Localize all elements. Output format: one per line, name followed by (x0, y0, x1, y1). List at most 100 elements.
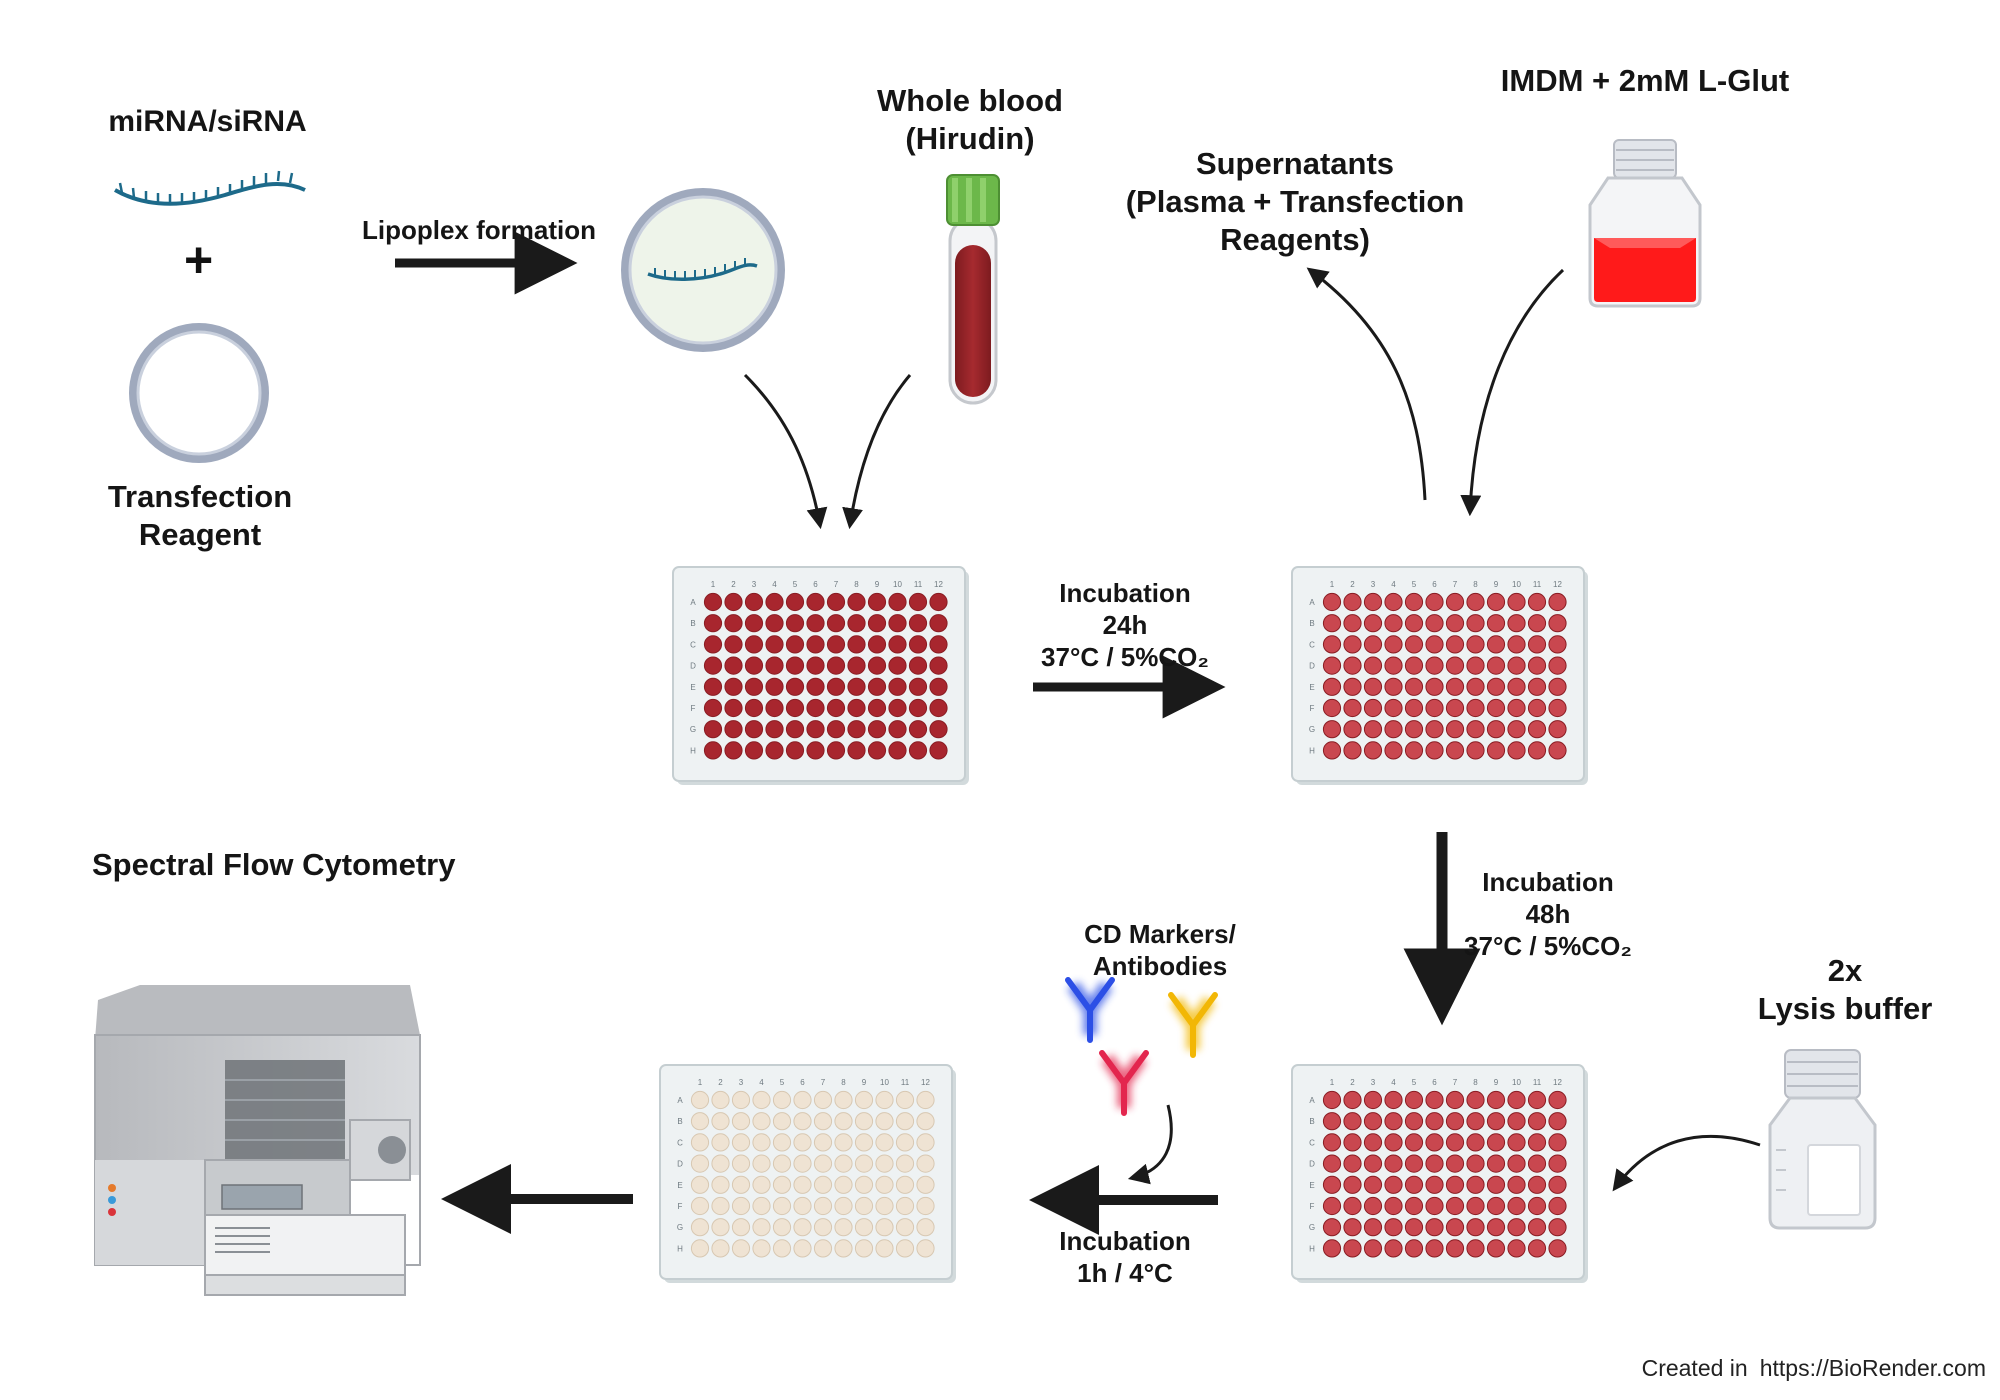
plate-well (1425, 592, 1444, 612)
plate-well (744, 720, 764, 739)
plate-column-label: 11 (914, 580, 923, 589)
plate-well (1322, 592, 1342, 612)
plate-well (1322, 1239, 1342, 1258)
plate-well (1486, 1112, 1506, 1131)
plate-well (875, 1154, 894, 1173)
plate-well (1466, 677, 1485, 696)
plate-row-label: D (1309, 1160, 1315, 1169)
plate-well (1425, 614, 1444, 633)
plate-well (1527, 614, 1547, 633)
plate-well (867, 741, 887, 760)
plate-well (1425, 1239, 1444, 1258)
plate-row-label: H (690, 746, 696, 755)
plate-well (1384, 1133, 1403, 1152)
plate-row-label: C (1309, 640, 1315, 649)
plate-well (785, 677, 805, 696)
plate-well (1343, 698, 1362, 718)
plate-well (703, 656, 723, 675)
plate-well (711, 1196, 730, 1216)
plate-column-label: 10 (880, 1078, 889, 1087)
plate-well (888, 614, 907, 633)
plate-well (854, 1154, 874, 1173)
lipoplex-label: Lipoplex formation (362, 215, 596, 245)
plate-well (690, 1112, 710, 1131)
plate-well (1322, 1090, 1342, 1110)
plate-well (772, 1239, 792, 1258)
plate-well (1363, 614, 1383, 633)
plate-column-label: 7 (821, 1078, 826, 1087)
plate-well (854, 1175, 874, 1194)
plate-row-label: D (677, 1160, 683, 1169)
plate-well (1343, 1196, 1362, 1216)
plate-well (1384, 592, 1403, 612)
plate-column-label: 10 (893, 580, 902, 589)
plate-well (1363, 656, 1383, 675)
plate-well (1404, 1090, 1424, 1110)
plate-row-label: F (1310, 704, 1315, 713)
plate-well (1486, 698, 1506, 718)
plate-well (1507, 1154, 1526, 1173)
plate-well (1527, 741, 1547, 760)
plate-well (1548, 1112, 1567, 1131)
plate-column-label: 5 (780, 1078, 785, 1087)
plate-well (690, 1154, 710, 1173)
plate-well (1466, 698, 1485, 718)
credit-prefix: Created in (1641, 1355, 1748, 1381)
plate-column-label: 10 (1512, 1078, 1521, 1087)
plate-well (1486, 677, 1506, 696)
plate-well (854, 1196, 874, 1216)
plate-column-label: 5 (1412, 580, 1417, 589)
plate-column-label: 7 (834, 580, 839, 589)
plate-well (772, 1196, 792, 1216)
plate-well (1486, 720, 1506, 739)
whole-blood-label: Whole blood (Hirudin) (877, 83, 1063, 156)
supernatants-label: Supernatants (Plasma + Transfection Reag… (1125, 146, 1465, 257)
plate-row-label: B (690, 619, 695, 628)
plate-well (1548, 1196, 1567, 1216)
plate-well (1445, 1196, 1465, 1216)
plate-well (765, 635, 784, 654)
plate-well (813, 1239, 833, 1258)
plate-well (711, 1154, 730, 1173)
plate-well (1466, 592, 1485, 612)
plate-well (1466, 720, 1485, 739)
plate-well (772, 1112, 792, 1131)
plate-well (1363, 1175, 1383, 1194)
credit-url: https://BioRender.com (1759, 1355, 1986, 1381)
plate-well (765, 741, 784, 760)
plate-column-label: 5 (793, 580, 798, 589)
plate-well (1486, 614, 1506, 633)
plate-column-label: 6 (813, 580, 818, 589)
plate-column-label: 8 (854, 580, 859, 589)
plate-well (1486, 1196, 1506, 1216)
plate-well (724, 698, 743, 718)
medium-bottle-icon (1588, 139, 1702, 308)
plate-well (895, 1239, 915, 1258)
plate-well (1507, 741, 1526, 760)
plate-well (1548, 1133, 1567, 1152)
plate-well (826, 614, 846, 633)
plate-well (1363, 720, 1383, 739)
plate-well (854, 1090, 874, 1110)
plate-row-label: B (1309, 619, 1314, 628)
plate-well (806, 720, 825, 739)
plate-well (1404, 720, 1424, 739)
incubation-1h-label: Incubation 1h / 4°C (1059, 1226, 1191, 1288)
plate-well (793, 1154, 812, 1173)
plate-well (1363, 1196, 1383, 1216)
plate-well (806, 635, 825, 654)
plate-well (1507, 1239, 1526, 1258)
plate-well (1363, 635, 1383, 654)
plate-column-label: 4 (1391, 580, 1396, 589)
plate-well (1363, 698, 1383, 718)
plate-well (1527, 1218, 1547, 1237)
plate-well (1445, 1090, 1465, 1110)
plate-well (1343, 720, 1362, 739)
plate-well (1322, 1112, 1342, 1131)
plate-well (929, 677, 948, 696)
plate-well (1466, 1239, 1485, 1258)
plate-well (916, 1175, 935, 1194)
plate-well (1384, 1218, 1403, 1237)
plate-row-label: A (690, 598, 696, 607)
plate-well (1466, 1112, 1485, 1131)
